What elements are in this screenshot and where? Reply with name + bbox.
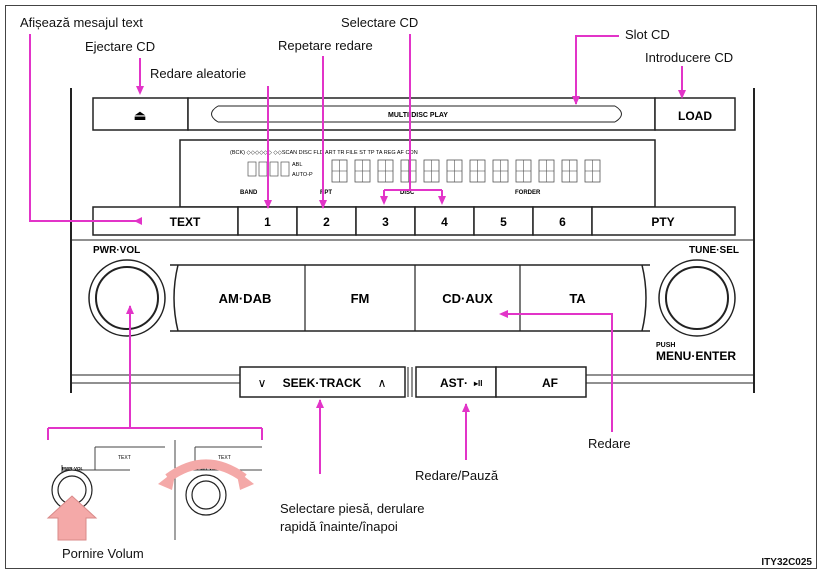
label-insert: Introducere CD	[645, 50, 734, 65]
band-button-1[interactable]: FM	[304, 265, 415, 331]
tune-select-knob[interactable]	[658, 259, 736, 337]
inset-text-label-1: TEXT	[118, 455, 131, 461]
callout-lines	[29, 34, 683, 474]
pty-button[interactable]: PTY	[591, 206, 736, 236]
band-label: AM·DAB	[219, 291, 272, 306]
display-segment	[377, 159, 394, 183]
display-folder: FORDER	[515, 190, 541, 196]
label-play-pause: Redare/Pauză	[415, 468, 499, 483]
display-band: BAND	[240, 190, 258, 196]
callout-arrowheads	[126, 86, 686, 412]
band-button-3[interactable]: TA	[519, 265, 635, 331]
display-segment	[584, 159, 601, 183]
eject-icon: ⏏	[133, 107, 146, 123]
slot-label: MULTI-DISC PLAY	[388, 112, 448, 119]
text-button-label: TEXT	[170, 215, 201, 229]
label-power-volume: Pornire Volum	[62, 546, 144, 561]
preset-button-4[interactable]: 4	[414, 206, 475, 236]
preset-label: 4	[441, 215, 448, 229]
af-button[interactable]: AF	[495, 366, 587, 398]
inset-text-label-2: TEXT	[218, 455, 231, 461]
label-slot: Slot CD	[625, 27, 670, 42]
power-volume-knob[interactable]	[88, 259, 166, 337]
af-label: AF	[542, 376, 558, 390]
ast-label: AST·	[440, 376, 468, 390]
preset-button-6[interactable]: 6	[532, 206, 593, 236]
preset-label: 5	[500, 215, 507, 229]
figure-code: ITY32C025	[761, 557, 812, 568]
preset-button-2[interactable]: 2	[296, 206, 357, 236]
preset-button-5[interactable]: 5	[473, 206, 534, 236]
preset-button-1[interactable]: 1	[237, 206, 298, 236]
preset-label: 6	[559, 215, 566, 229]
display-segment	[515, 159, 532, 183]
label-track-select: Selectare piesă, derulare rapidă înainte…	[280, 501, 425, 534]
load-label: LOAD	[678, 109, 712, 123]
band-label: CD·AUX	[442, 291, 493, 306]
display-segment	[423, 159, 440, 183]
lcd-display: (BCK) ◇◇◇◇◇◇ ◇◇SCAN DISC FLD ART TR FILE…	[179, 139, 656, 208]
eject-button[interactable]: ⏏	[92, 97, 189, 131]
band-button-0[interactable]: AM·DAB	[185, 266, 305, 330]
seek-track-button[interactable]: ∨ SEEK·TRACK ∧	[239, 366, 406, 398]
band-button-2[interactable]: CD·AUX	[414, 265, 520, 331]
ast-play-pause-button[interactable]: AST· ▸II	[415, 366, 497, 398]
pty-label: PTY	[651, 215, 674, 229]
label-random: Redare aleatorie	[150, 66, 247, 81]
pwr-vol-label: PWR·VOL	[93, 245, 140, 256]
display-segment	[538, 159, 555, 183]
display-segment	[331, 159, 348, 183]
band-label: FM	[351, 291, 370, 306]
label-repeat: Repetare redare	[278, 38, 373, 53]
label-text-display: Afișează mesajul text	[20, 15, 143, 30]
display-rpt: RPT	[320, 190, 332, 196]
preset-button-3[interactable]: 3	[355, 206, 416, 236]
display-segment	[400, 159, 417, 183]
chevron-down-icon: ∨	[258, 376, 267, 390]
load-button[interactable]: LOAD	[654, 97, 736, 131]
display-segment	[354, 159, 371, 183]
menu-enter-label: MENU·ENTER	[656, 349, 736, 363]
band-label: TA	[569, 291, 586, 306]
inset-power-illustration: TEXT PWR·VOL	[46, 446, 165, 541]
label-play: Redare	[588, 436, 631, 451]
preset-label: 1	[264, 215, 271, 229]
chevron-up-icon: ∧	[378, 376, 387, 390]
inset-pwrvol-label-1: PWR·VOL	[62, 466, 83, 471]
display-segment	[492, 159, 509, 183]
label-eject: Ejectare CD	[85, 39, 156, 54]
display-abl: ABL	[292, 162, 302, 168]
cd-slot: MULTI-DISC PLAY	[187, 97, 656, 131]
seek-track-label: SEEK·TRACK	[283, 376, 362, 390]
display-segment	[561, 159, 578, 183]
display-segment	[469, 159, 486, 183]
display-disc: DISC	[400, 190, 415, 196]
display-autop: AUTO-P	[292, 172, 313, 178]
tune-sel-label: TUNE·SEL	[689, 245, 739, 256]
label-cd-select: Selectare CD	[341, 15, 419, 30]
inset-volume-illustration: TEXT PWR·VOL	[158, 440, 262, 540]
push-label: PUSH	[656, 342, 675, 349]
preset-label: 3	[382, 215, 389, 229]
preset-label: 2	[323, 215, 330, 229]
display-segment	[446, 159, 463, 183]
play-pause-icon: ▸II	[473, 379, 482, 388]
